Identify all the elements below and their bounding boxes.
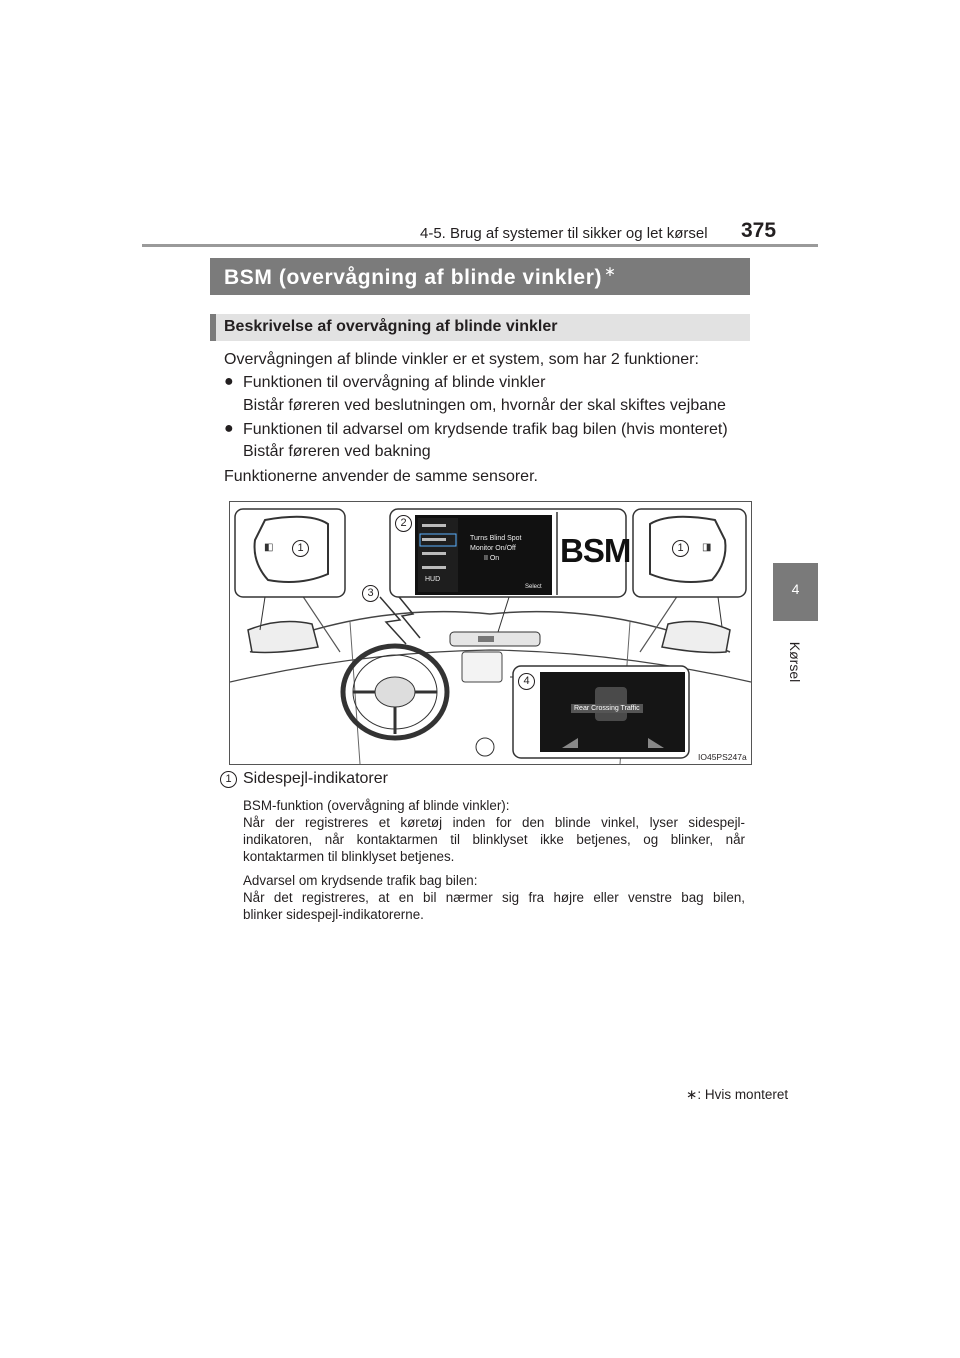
callout-2: 2 bbox=[395, 515, 412, 532]
callout-4: 4 bbox=[518, 673, 535, 690]
rear-crossing-label: Rear Crossing Traffic bbox=[571, 704, 643, 713]
legend-p1-head: BSM-funktion (overvågning af blinde vink… bbox=[243, 798, 510, 813]
footnote: ∗: Hvis monteret bbox=[686, 1087, 788, 1103]
bullet-desc: Bistår føreren ved bakning bbox=[243, 443, 431, 460]
dashboard-figure: ◧ ◨ 1 2 3 4 1 Turns Blind Spot Monitor O… bbox=[229, 501, 752, 765]
legend-p2-line: blinker sidespejl-indikatorerne. bbox=[243, 907, 424, 922]
subsection-heading: Beskrivelse af overvågning af blinde vin… bbox=[210, 314, 750, 341]
footnote-marker: ∗ bbox=[686, 1087, 698, 1102]
legend-p1-line: Når der registreres et køretøj inden for… bbox=[243, 815, 745, 830]
footnote-text: : Hvis monteret bbox=[697, 1087, 789, 1102]
screen-menu-text: Turns Blind Spot Monitor On/Off II On bbox=[470, 535, 522, 562]
bullet-icon: ● bbox=[224, 420, 234, 437]
chapter-number: 4 bbox=[791, 581, 800, 597]
legend-title: Sidespejl-indikatorer bbox=[243, 770, 388, 787]
callout-3: 3 bbox=[362, 585, 379, 602]
bullet-icon: ● bbox=[224, 373, 234, 390]
mirror-indicator-icon: ◧ bbox=[264, 542, 274, 553]
dashboard-illustration bbox=[229, 508, 752, 765]
section-heading: BSM (overvågning af blinde vinkler)∗ bbox=[210, 258, 750, 295]
bsm-label: BSM bbox=[560, 532, 631, 569]
chapter-tab[interactable]: 4 bbox=[773, 563, 818, 621]
intro-text: Overvågningen af blinde vinkler er et sy… bbox=[224, 351, 699, 368]
legend-p2-line: Når det registreres, at en bil nærmer si… bbox=[243, 890, 745, 905]
asterisk-marker: ∗ bbox=[604, 263, 617, 279]
legend-p2-head: Advarsel om krydsende trafik bag bilen: bbox=[243, 873, 478, 888]
figure-code: IO45PS247a bbox=[698, 752, 747, 762]
section-title: 4-5. Brug af systemer til sikker og let … bbox=[420, 225, 708, 242]
callout-1-right: 1 bbox=[672, 540, 689, 557]
bullet-title: Funktionen til overvågning af blinde vin… bbox=[243, 374, 546, 391]
subsection-text: Beskrivelse af overvågning af blinde vin… bbox=[224, 318, 558, 335]
bullet-title: Funktionen til advarsel om krydsende tra… bbox=[243, 421, 728, 438]
mirror-indicator-icon: ◨ bbox=[702, 542, 712, 553]
sensors-note: Funktionerne anvender de samme sensorer. bbox=[224, 468, 538, 485]
header-rule bbox=[142, 244, 818, 247]
callout-1-left: 1 bbox=[292, 540, 309, 557]
page-number: 375 bbox=[741, 219, 777, 242]
hud-label: HUD bbox=[425, 576, 441, 583]
bullet-desc: Bistår føreren ved beslutningen om, hvor… bbox=[243, 397, 726, 414]
legend-p1-line: indikatoren, når kontaktarmen til blinkl… bbox=[243, 832, 745, 847]
chapter-label: Kørsel bbox=[787, 641, 803, 683]
legend-p1-line: kontaktarmen til blinklyset betjenes. bbox=[243, 849, 455, 864]
heading-text: BSM (overvågning af blinde vinkler) bbox=[224, 266, 603, 289]
select-label: Select bbox=[525, 584, 542, 590]
legend-number: 1 bbox=[220, 771, 237, 788]
